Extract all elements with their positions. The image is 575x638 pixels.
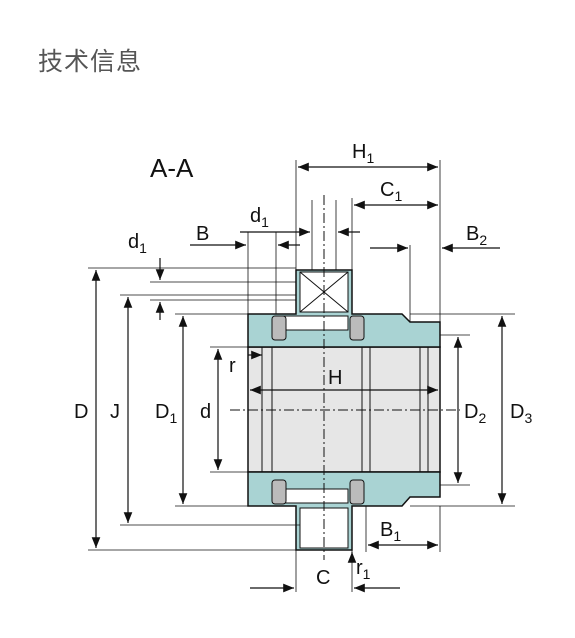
label-r1: r1 — [356, 557, 371, 582]
label-B1: B1 — [380, 519, 401, 544]
label-r: r — [229, 355, 236, 377]
label-D1: D1 — [155, 401, 177, 426]
page-title: 技术信息 — [38, 47, 143, 76]
label-d: d — [200, 401, 211, 423]
label-D3: D3 — [510, 401, 532, 426]
label-d1-top: d1 — [250, 205, 269, 230]
label-B2: B2 — [466, 223, 487, 248]
label-d1-left: d1 — [128, 231, 147, 256]
label-D: D — [74, 401, 88, 423]
section-label: A-A — [150, 153, 194, 183]
label-H: H — [328, 367, 342, 389]
roller-top — [281, 315, 349, 331]
label-B: B — [196, 223, 209, 245]
label-C: C — [316, 567, 330, 589]
label-J: J — [110, 401, 120, 423]
label-H1: H1 — [352, 141, 374, 166]
roller-bottom — [281, 488, 349, 504]
label-D2: D2 — [464, 401, 486, 426]
label-C1: C1 — [380, 179, 402, 204]
